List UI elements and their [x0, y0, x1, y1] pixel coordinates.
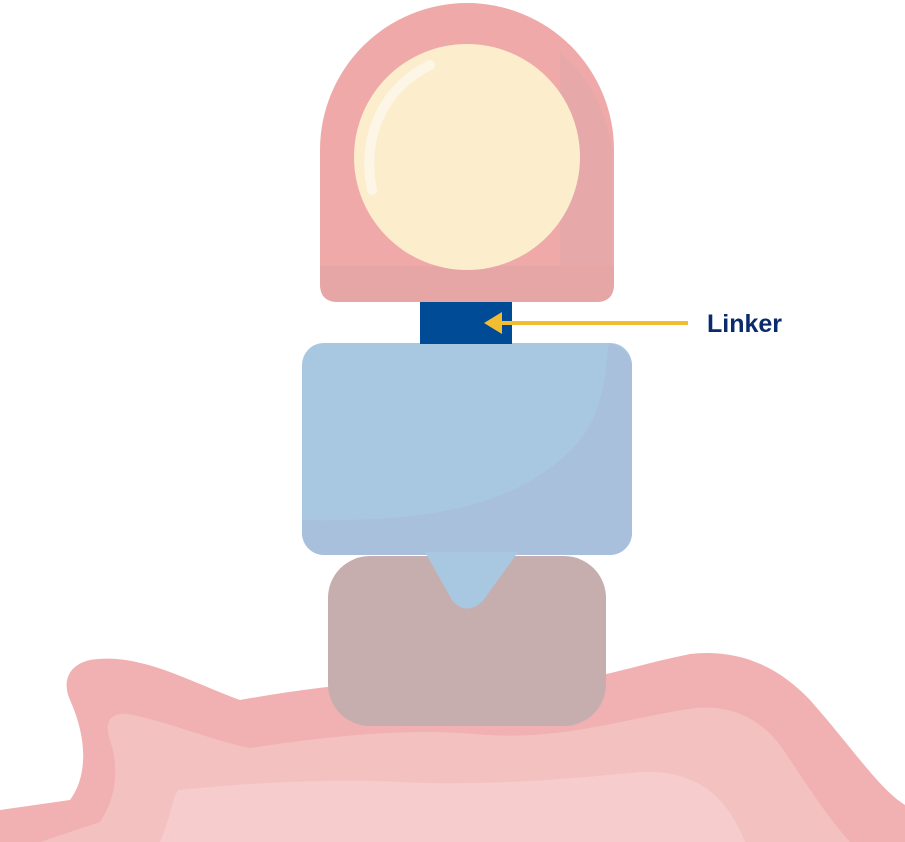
- payload-cap-shade: [320, 266, 614, 302]
- payload: [320, 3, 614, 302]
- linker-label: Linker: [707, 310, 782, 338]
- linker-arrow: [484, 312, 688, 334]
- payload-core: [354, 44, 580, 270]
